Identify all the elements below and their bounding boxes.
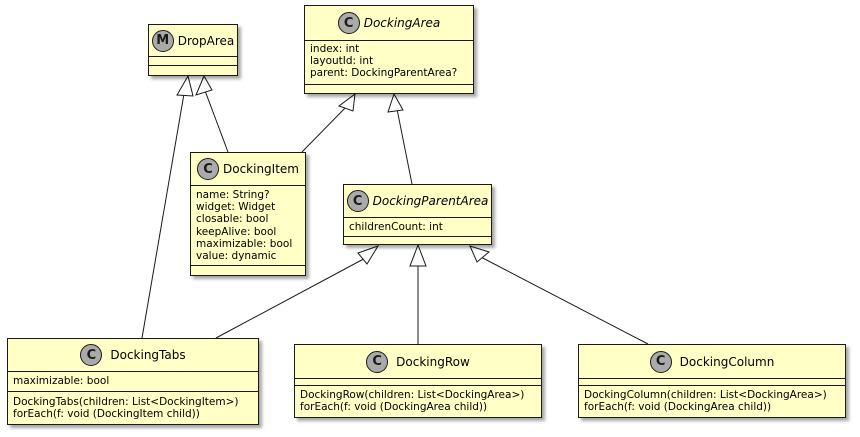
class-header: C DockingTabs bbox=[8, 339, 258, 371]
method: DockingColumn(children: List<DockingArea… bbox=[584, 389, 827, 401]
attributes-section bbox=[579, 378, 845, 385]
stereotype-badge: C bbox=[337, 12, 360, 34]
method: forEach(f: void (DockingArea child)) bbox=[300, 401, 488, 414]
edge-dockingtabs-dockingparentarea bbox=[215, 254, 372, 339]
class-header: C DockingRow bbox=[295, 345, 541, 378]
arrowhead-dockingarea-1 bbox=[337, 92, 356, 112]
attribute: parent: DockingParentArea? bbox=[310, 67, 458, 80]
class-header: C DockingItem bbox=[191, 153, 305, 185]
methods-section bbox=[344, 236, 491, 245]
stereotype-badge: C bbox=[649, 350, 672, 373]
methods-section bbox=[305, 84, 473, 94]
edge-dockingcolumn-dockingparentarea bbox=[476, 254, 649, 345]
stereotype-badge: C bbox=[80, 344, 103, 366]
class-name: DockingRow bbox=[396, 354, 470, 369]
attribute: childrenCount: int bbox=[349, 221, 443, 233]
attribute: value: dynamic bbox=[196, 250, 277, 263]
attribute: closable: bool bbox=[196, 213, 269, 226]
class-name: DockingItem bbox=[222, 162, 299, 176]
class-name: DockingParentArea bbox=[372, 194, 489, 208]
class-header: M DropArea bbox=[149, 25, 237, 56]
inheritance-arrowheads bbox=[176, 74, 491, 267]
attributes-section bbox=[149, 56, 237, 65]
arrowhead-dockingarea-2 bbox=[387, 92, 404, 113]
method: forEach(f: void (DockingArea child)) bbox=[584, 401, 772, 414]
stereotype-badge: M bbox=[151, 29, 174, 52]
methods-section bbox=[191, 265, 305, 276]
attribute: layoutId: int bbox=[310, 55, 374, 68]
arrowhead-dockingparentarea-2 bbox=[409, 243, 427, 267]
class-dockingcolumn: C DockingColumn DockingColumn(children: … bbox=[578, 344, 846, 418]
methods-section bbox=[149, 65, 237, 76]
inheritance-edges bbox=[141, 87, 649, 345]
class-header: C DockingColumn bbox=[579, 345, 845, 378]
class-header: C DockingParentArea bbox=[344, 185, 491, 217]
stereotype-badge: C bbox=[346, 190, 369, 212]
edge-dockingtabs-droparea bbox=[141, 87, 186, 339]
edge-dockingitem-dockingarea bbox=[301, 103, 350, 153]
edge-dockingitem-droparea bbox=[203, 87, 229, 153]
attributes-section: index: int layoutId: int parent: Docking… bbox=[305, 40, 473, 80]
class-name: DockingTabs bbox=[110, 348, 186, 362]
attributes-section bbox=[295, 378, 541, 385]
method: DockingTabs(children: List<DockingItem>) bbox=[13, 396, 239, 408]
class-dockingrow: C DockingRow DockingRow(children: List<D… bbox=[294, 344, 542, 418]
method: forEach(f: void (DockingItem child)) bbox=[13, 408, 200, 421]
arrowhead-dockingparentarea-3 bbox=[469, 245, 491, 263]
class-dockingitem: C DockingItem name: String? widget: Widg… bbox=[190, 152, 306, 276]
method: DockingRow(children: List<DockingArea>) bbox=[300, 389, 525, 401]
class-dockingparentarea: C DockingParentArea childrenCount: int bbox=[343, 184, 492, 245]
methods-section: DockingRow(children: List<DockingArea>) … bbox=[295, 385, 541, 413]
attribute: index: int bbox=[310, 43, 360, 55]
class-dockingarea: C DockingArea index: int layoutId: int p… bbox=[304, 5, 474, 94]
methods-section: DockingTabs(children: List<DockingItem>)… bbox=[8, 391, 258, 420]
attributes-section: maximizable: bool bbox=[8, 371, 258, 391]
attribute: keepAlive: bool bbox=[196, 225, 277, 238]
attribute: name: String? bbox=[196, 189, 270, 201]
methods-section: DockingColumn(children: List<DockingArea… bbox=[579, 385, 845, 413]
attribute: maximizable: bool bbox=[196, 237, 293, 250]
stereotype-badge: C bbox=[196, 158, 219, 180]
class-dockingtabs: C DockingTabs maximizable: bool DockingT… bbox=[7, 338, 259, 425]
attribute: widget: Widget bbox=[196, 201, 276, 214]
attributes-section: name: String? widget: Widget closable: b… bbox=[191, 185, 305, 262]
class-name: DockingColumn bbox=[679, 354, 775, 369]
attributes-section: childrenCount: int bbox=[344, 217, 491, 233]
class-droparea: M DropArea bbox=[148, 24, 238, 76]
arrowhead-droparea-1 bbox=[195, 74, 213, 96]
class-header: C DockingArea bbox=[305, 6, 473, 40]
stereotype-badge: C bbox=[366, 350, 389, 373]
class-name: DockingArea bbox=[363, 16, 441, 30]
class-name: DropArea bbox=[177, 33, 235, 48]
arrowhead-dockingparentarea-1 bbox=[357, 245, 380, 265]
edge-dockingparentarea-dockingarea bbox=[395, 103, 413, 185]
attribute: maximizable: bool bbox=[13, 375, 110, 387]
arrowhead-droparea-2 bbox=[176, 74, 194, 97]
